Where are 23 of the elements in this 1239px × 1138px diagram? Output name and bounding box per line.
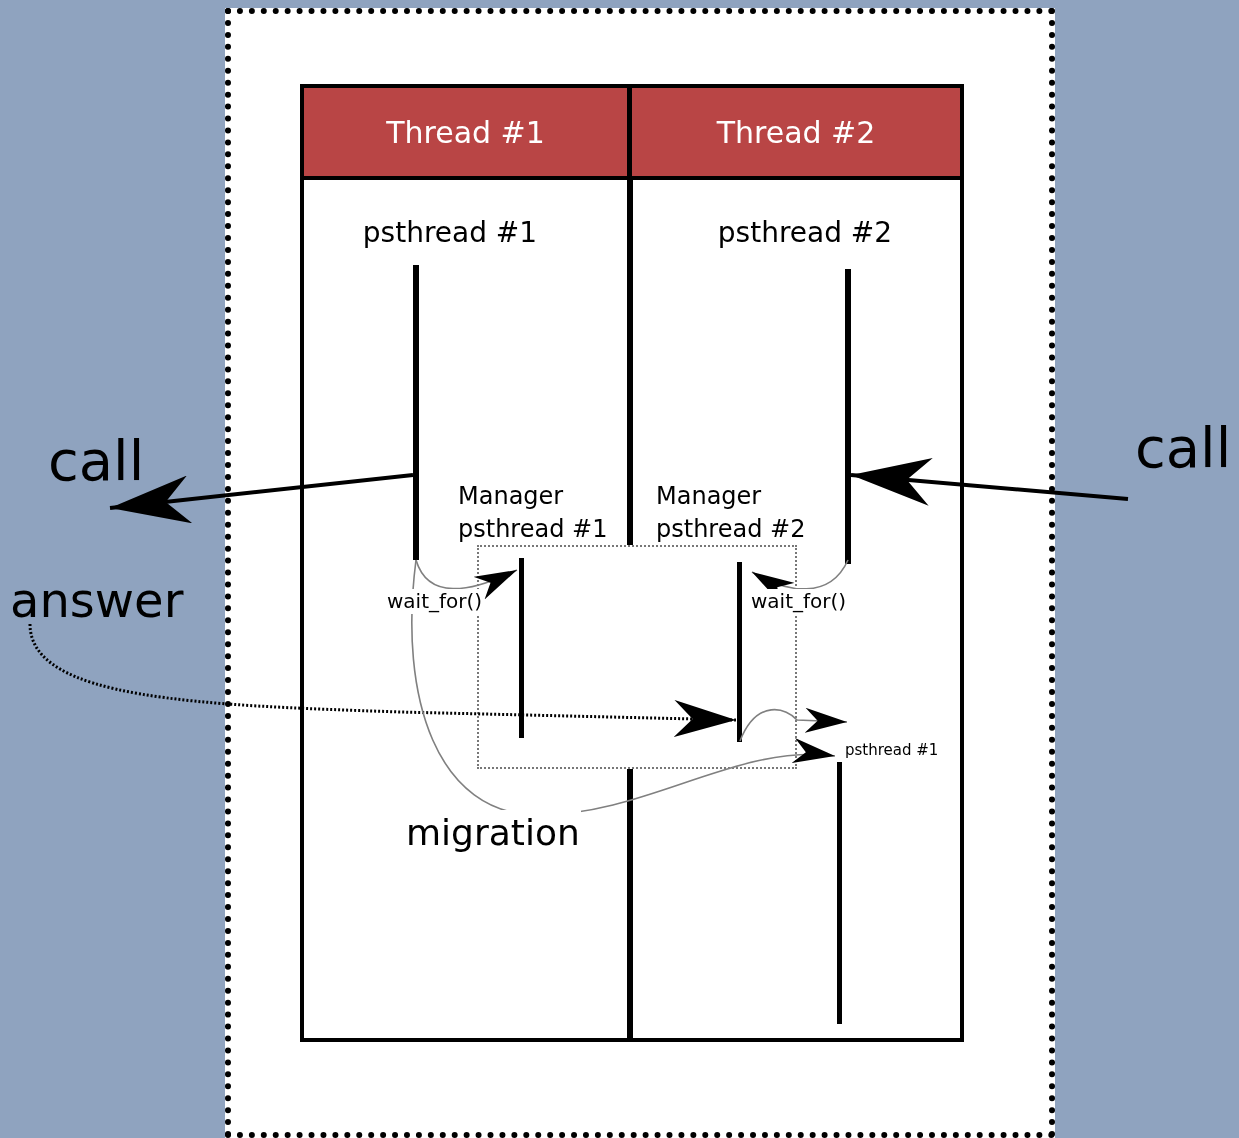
thread-label: psthread #2: [716, 215, 894, 251]
thread-label: psthread #1: [361, 215, 539, 251]
thread-label: psthread #1: [845, 740, 940, 761]
edge-label: wait_for(): [386, 589, 484, 614]
edge-label: wait_for(): [750, 589, 848, 614]
label-text: answer: [10, 570, 200, 630]
arrow: [415, 559, 518, 599]
arrow: [850, 458, 1129, 506]
thread-header: Thread #1: [304, 88, 627, 180]
thread-bar: [519, 558, 524, 738]
label-text: call: [1135, 415, 1239, 480]
thread-bar: [845, 269, 851, 564]
arrow: [739, 707, 848, 742]
thread-bar: [737, 562, 742, 742]
thread-bar: [837, 762, 842, 1024]
label-text: call: [48, 428, 153, 493]
diagram-frame: [225, 8, 1055, 1138]
thread-bar: [413, 265, 419, 560]
thread-label: Manager psthread #2: [656, 481, 807, 545]
thread-label: Manager psthread #1: [458, 481, 609, 545]
thread-header: Thread #2: [632, 88, 960, 180]
arrow: [109, 473, 414, 524]
arrow: [28, 623, 737, 738]
